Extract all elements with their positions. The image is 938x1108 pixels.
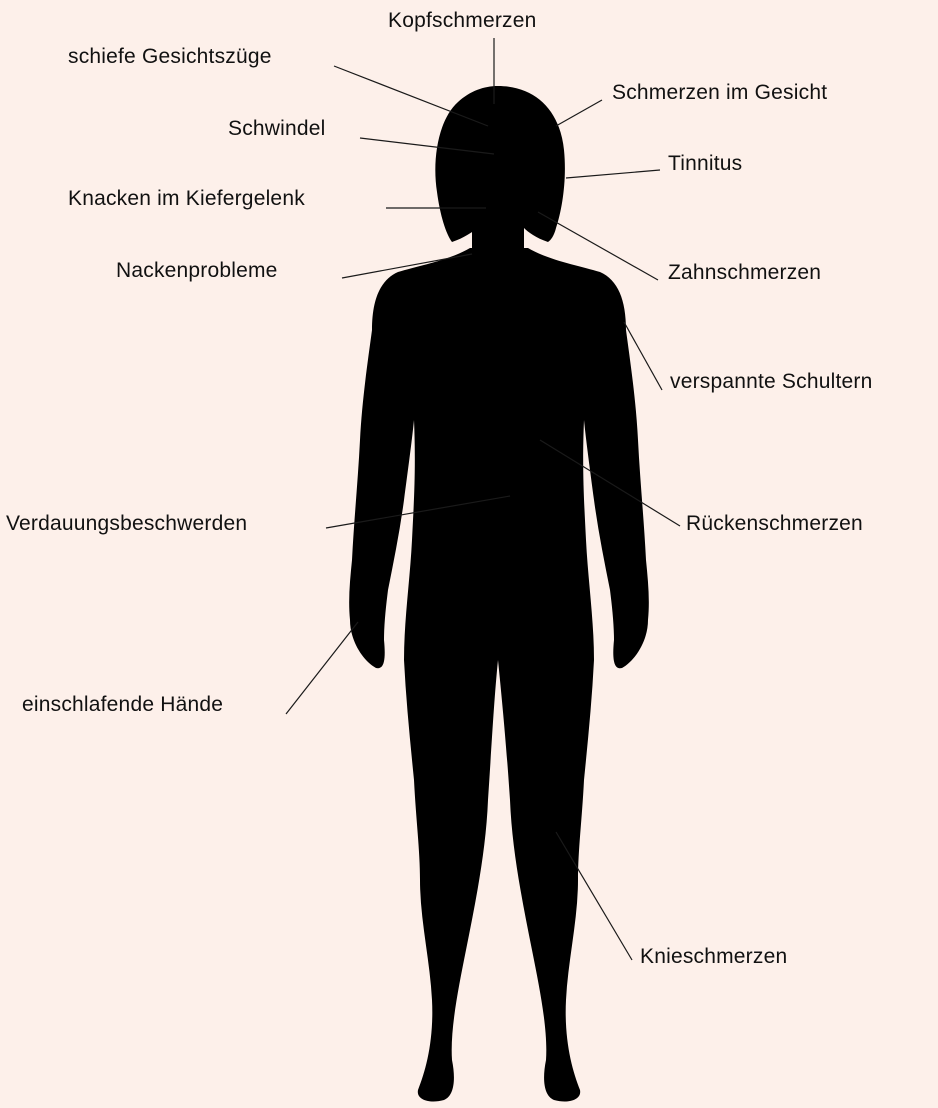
label-back-pain: Rückenschmerzen [686, 511, 863, 537]
label-face-pain: Schmerzen im Gesicht [612, 80, 827, 106]
leader-line-face-pain [556, 100, 602, 126]
label-crooked-face: schiefe Gesichtszüge [68, 44, 272, 70]
label-knee-pain: Knieschmerzen [640, 944, 787, 970]
label-tinnitus: Tinnitus [668, 151, 742, 177]
label-tense-shoulders: verspannte Schultern [670, 369, 872, 395]
label-numb-hands: einschlafende Hände [22, 692, 223, 718]
leader-line-numb-hands [286, 622, 358, 714]
label-toothache: Zahnschmerzen [668, 260, 821, 286]
torso-silhouette [349, 248, 649, 1102]
label-headache: Kopfschmerzen [388, 8, 537, 34]
leader-line-crooked-face [334, 66, 488, 126]
label-digestion: Verdauungsbeschwerden [6, 511, 247, 537]
label-dizziness: Schwindel [228, 116, 326, 142]
head-silhouette [435, 86, 565, 242]
leader-line-tinnitus [566, 170, 660, 178]
label-neck-problems: Nackenprobleme [116, 258, 278, 284]
label-jaw-clicking: Knacken im Kiefergelenk [68, 186, 305, 212]
body-silhouette [349, 86, 649, 1102]
